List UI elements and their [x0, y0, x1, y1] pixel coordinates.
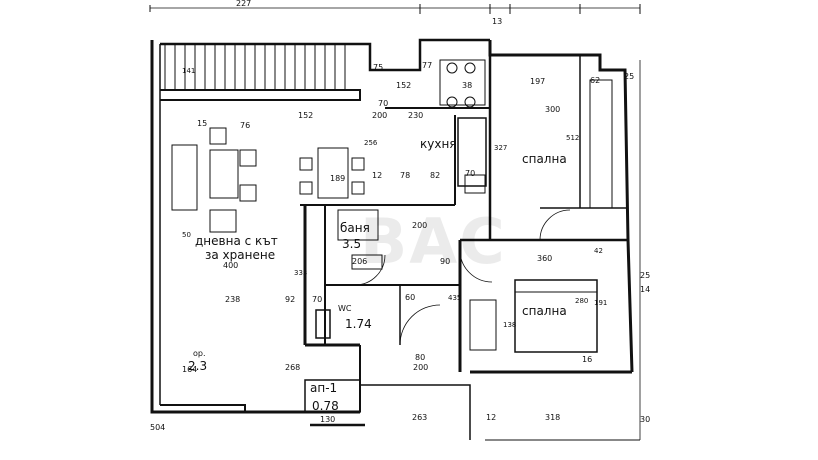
dim-label: 70 — [378, 99, 389, 108]
dim-label: 200 — [412, 221, 428, 230]
dim-label: 197 — [530, 77, 546, 86]
dim-label: 268 — [285, 363, 301, 372]
dim-label: 152 — [298, 111, 314, 120]
dim-label: 62 — [590, 76, 601, 85]
dim-label: 30 — [640, 415, 651, 424]
dim-label: 189 — [330, 174, 346, 183]
room-label-living-dining: за хранене — [205, 248, 276, 262]
dim-label: 60 — [405, 293, 416, 302]
dim-label: 42 — [594, 247, 603, 255]
dim-label: 280 — [575, 297, 589, 305]
dim-label: 512 — [566, 134, 580, 142]
dim-label: 256 — [364, 139, 378, 147]
dim-label: 435 — [448, 294, 462, 302]
dim-label: 92 — [285, 295, 296, 304]
dim-label: 75 — [373, 63, 384, 72]
dim-label: 230 — [408, 111, 424, 120]
room-area-corridor: 2.3 — [188, 359, 208, 373]
room-label-living: дневна с кът — [195, 234, 278, 248]
dim-label: 12 — [372, 171, 383, 180]
dim-label: 15 — [197, 119, 208, 128]
dim-label: 141 — [182, 67, 196, 75]
dim-label: 82 — [430, 171, 441, 180]
dim-label: 70 — [465, 169, 476, 178]
dim-label: 76 — [240, 121, 251, 130]
dim-label: 504 — [150, 423, 166, 432]
dim-label: 50 — [182, 231, 191, 239]
room-label-bath: баня — [340, 221, 370, 235]
watermark: ВАС — [360, 205, 507, 278]
room-label-corridor: ор. — [193, 349, 206, 358]
dim-label: 16 — [582, 355, 593, 364]
room-area-bath: 3.5 — [342, 237, 362, 251]
dim-label: 130 — [320, 415, 336, 424]
dim-label: 38 — [462, 81, 473, 90]
dim-label: 152 — [396, 81, 412, 90]
room-label-kitchen: кухня — [420, 137, 457, 151]
dim-label: 200 — [372, 111, 388, 120]
dim-label: 25 — [640, 271, 651, 280]
dim-label: 327 — [494, 144, 508, 152]
room-area-wc: 1.74 — [345, 317, 372, 331]
dim-label: 360 — [537, 254, 553, 263]
dim-label: 70 — [312, 295, 323, 304]
room-label-hall: ап-1 — [310, 381, 338, 395]
dim-label: 400 — [223, 261, 239, 270]
dim-label: 80 — [415, 353, 426, 362]
dim-label: 14 — [640, 285, 651, 294]
dim-label: 90 — [440, 257, 451, 266]
dim-label: 263 — [412, 413, 428, 422]
dim-label: 318 — [545, 413, 561, 422]
dim-label: 300 — [545, 105, 561, 114]
dim-label: 25 — [624, 72, 635, 81]
dim-label: 78 — [400, 171, 411, 180]
room-label-wc: WC — [338, 304, 352, 313]
dim-label: 164 — [182, 365, 198, 374]
dim-label: 227 — [236, 0, 252, 8]
dim-label: 206 — [352, 257, 368, 266]
dim-label: 138 — [503, 321, 517, 329]
room-label-bedroom-2: спална — [522, 304, 567, 318]
room-label-bedroom-1: спална — [522, 152, 567, 166]
dim-label: 200 — [413, 363, 429, 372]
dim-label: 191 — [594, 299, 608, 307]
room-area-hall: 0.78 — [312, 399, 339, 413]
dim-label: 77 — [422, 61, 433, 70]
dim-label: 12 — [486, 413, 497, 422]
dim-label: 13 — [492, 17, 503, 26]
dim-label: 333 — [294, 269, 308, 277]
dim-label: 238 — [225, 295, 241, 304]
